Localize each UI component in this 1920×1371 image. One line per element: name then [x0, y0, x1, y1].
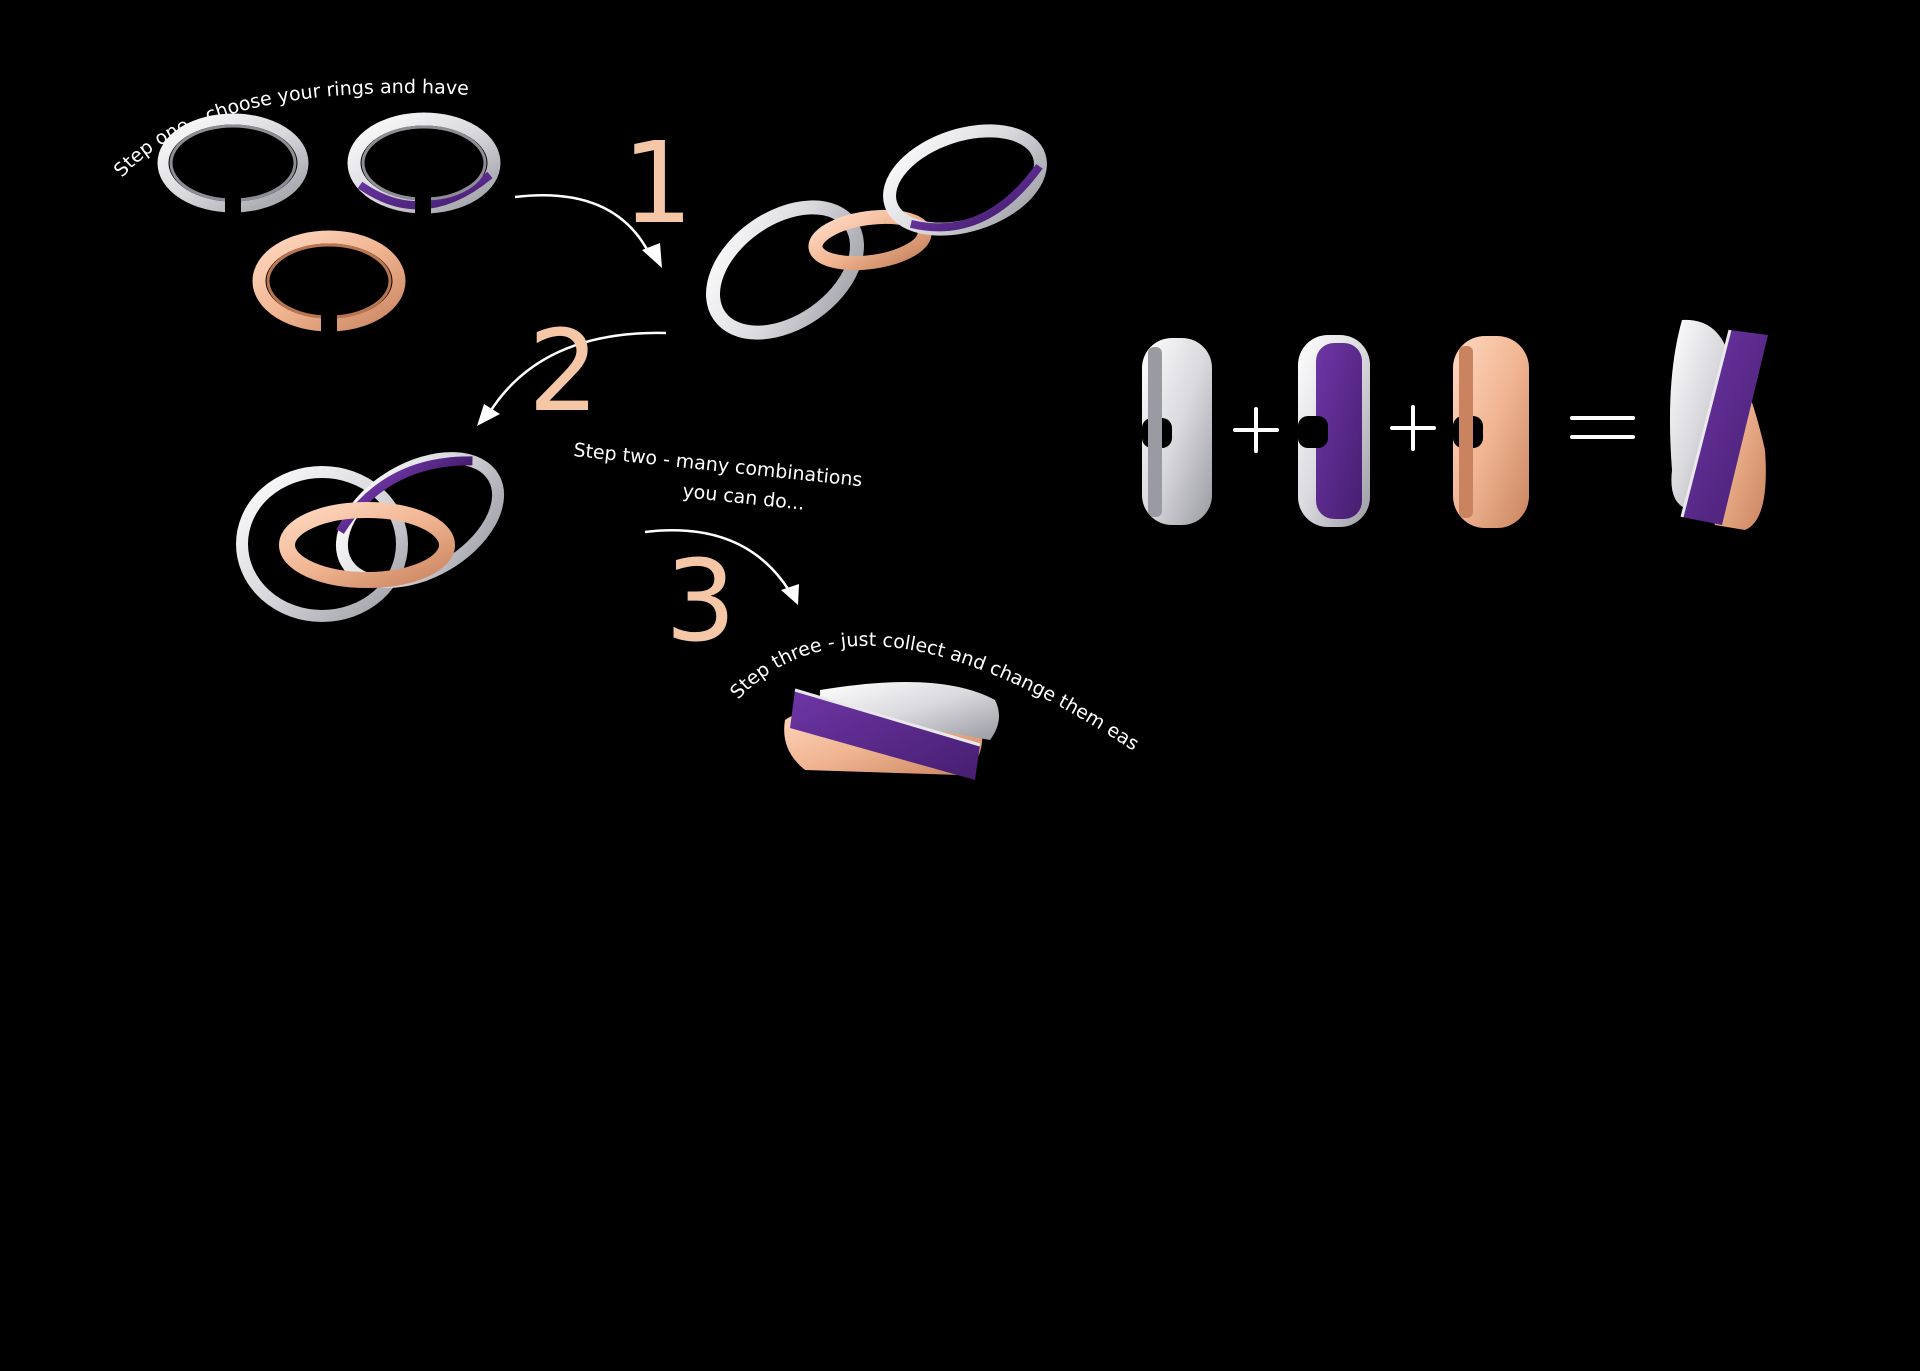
equals-sign: [1570, 416, 1635, 439]
equation: [1142, 319, 1768, 530]
step-number-one: 1: [622, 119, 693, 249]
step-number-two: 2: [528, 307, 599, 437]
linked-rings-step-one: [705, 124, 1047, 340]
arrow-to-step-two: [477, 331, 667, 426]
step-two-caption: Step two - many combinations you can do.…: [572, 439, 863, 515]
purple-enamel-open-ring: [347, 112, 501, 216]
stacked-ring-step-three: [784, 682, 999, 780]
plus-sign-one: [1233, 407, 1279, 453]
arrow-to-step-three: [644, 529, 799, 605]
rose-gold-band: [1453, 336, 1529, 528]
arrow-to-step-one: [514, 193, 662, 268]
combined-ring: [1669, 319, 1768, 530]
purple-enamel-band: [1298, 335, 1370, 527]
plus-sign-two: [1390, 405, 1436, 451]
rose-gold-open-ring: [252, 230, 406, 334]
silver-open-ring: [157, 113, 309, 216]
silver-band: [1142, 338, 1212, 525]
step-two-caption-line-2: you can do...: [681, 480, 805, 515]
step-number-three: 3: [665, 537, 736, 667]
interlocked-rings-step-two: [236, 452, 505, 622]
step-one-caption: Step one - choose your rings and have fu…: [0, 0, 469, 181]
